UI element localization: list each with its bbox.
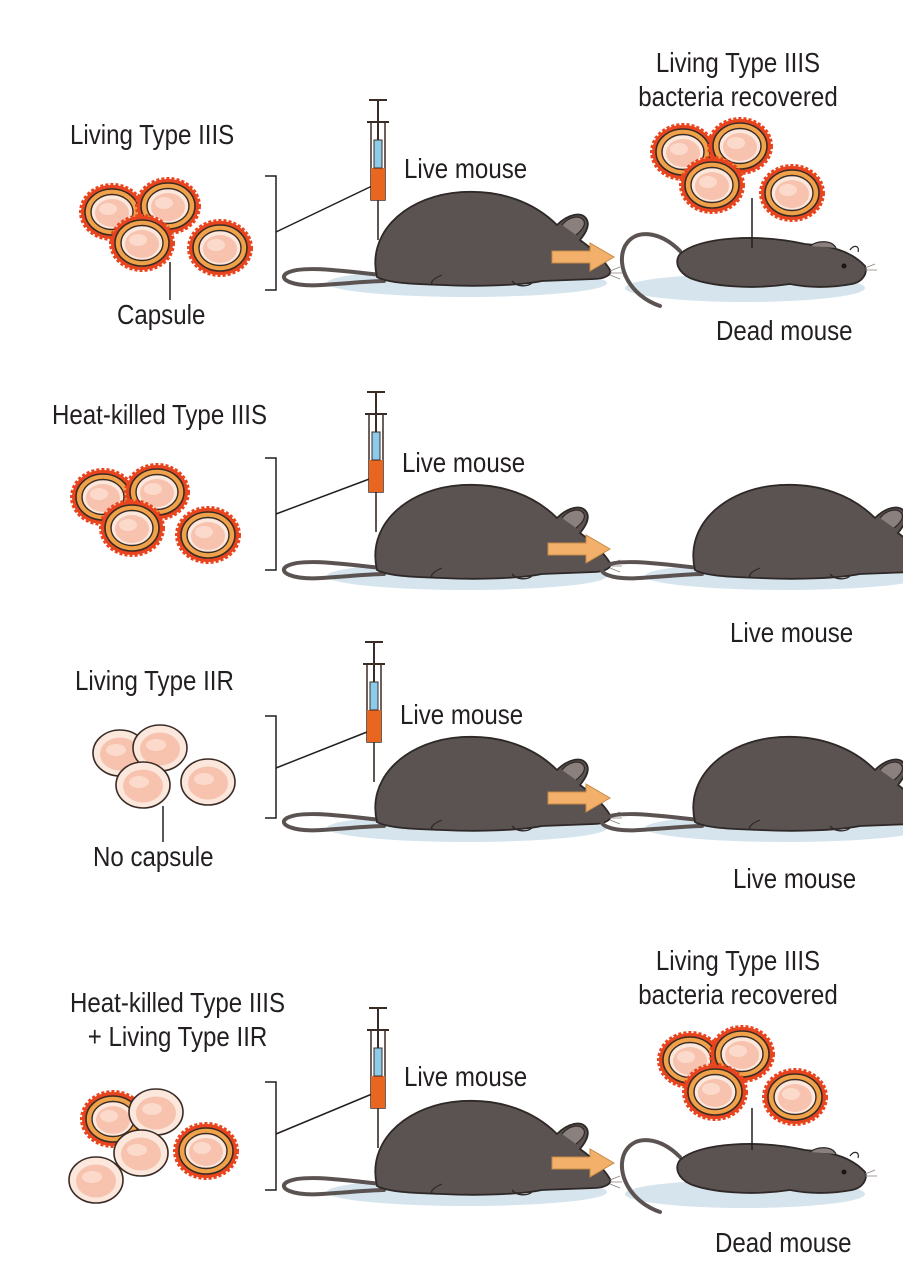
non-capsulated-bacterium xyxy=(128,1088,184,1136)
result-top-label: Living Type IIIS xyxy=(655,945,821,976)
result-label: Live mouse xyxy=(733,863,857,894)
bracket xyxy=(265,715,277,819)
syringe-icon xyxy=(362,641,386,783)
dead-mouse-icon xyxy=(619,1138,879,1214)
bracket xyxy=(265,1081,277,1191)
bracket-connector xyxy=(275,1093,373,1135)
syringe-icon xyxy=(366,1007,390,1149)
panel-heat-killed-type-iiis xyxy=(70,391,903,592)
result-label: Dead mouse xyxy=(715,1227,852,1258)
bacteria-label: Heat-killed Type IIIS xyxy=(69,987,286,1018)
bacteria-label: Heat-killed Type IIIS xyxy=(52,399,268,430)
capsulated-bacterium xyxy=(762,1068,828,1126)
panel-living-type-iir xyxy=(92,641,903,844)
bacteria-label: + Living Type IIR xyxy=(87,1021,268,1052)
mouse-icon xyxy=(279,734,624,844)
bracket-connector xyxy=(275,185,373,233)
result-top-label: bacteria recovered xyxy=(638,81,838,112)
dead-mouse-icon xyxy=(619,232,879,308)
mouse-icon xyxy=(279,1098,624,1208)
panel-living-type-iiis xyxy=(79,99,879,308)
bracket-connector xyxy=(275,477,373,515)
bacteria-label: Living Type IIIS xyxy=(70,119,235,150)
non-capsulated-bacterium xyxy=(68,1156,124,1204)
bracket-connector xyxy=(275,729,373,769)
injection-label: Live mouse xyxy=(404,153,528,184)
injection-label: Live mouse xyxy=(404,1061,528,1092)
panel-heat-killed-plus-living xyxy=(68,1007,879,1214)
bracket xyxy=(265,175,277,291)
result-top-label: Living Type IIIS xyxy=(655,47,821,78)
no-capsule-label: No capsule xyxy=(93,841,214,872)
capsulated-bacterium xyxy=(109,214,175,272)
capsulated-bacterium xyxy=(682,1063,748,1121)
mouse-icon xyxy=(597,734,903,844)
non-capsulated-bacterium xyxy=(113,1129,169,1177)
capsulated-bacterium xyxy=(759,164,825,222)
mouse-icon xyxy=(279,482,624,592)
non-capsulated-bacterium xyxy=(115,761,171,809)
capsulated-bacterium xyxy=(173,1122,239,1180)
injection-label: Live mouse xyxy=(402,447,526,478)
non-capsulated-bacterium xyxy=(180,758,236,806)
result-top-label: bacteria recovered xyxy=(638,979,838,1010)
capsulated-bacterium xyxy=(679,156,745,214)
syringe-icon xyxy=(364,391,388,533)
bracket xyxy=(265,457,277,571)
capsule-label: Capsule xyxy=(117,299,206,330)
result-label: Live mouse xyxy=(730,617,854,648)
injection-label: Live mouse xyxy=(400,699,524,730)
capsulated-bacterium xyxy=(175,506,241,564)
capsulated-bacterium xyxy=(187,219,253,277)
syringe-icon xyxy=(366,99,390,241)
mouse-icon xyxy=(597,482,903,592)
mouse-icon xyxy=(279,189,624,299)
capsulated-bacterium xyxy=(99,499,165,557)
result-label: Dead mouse xyxy=(716,315,853,346)
bacteria-label: Living Type IIR xyxy=(75,665,234,696)
